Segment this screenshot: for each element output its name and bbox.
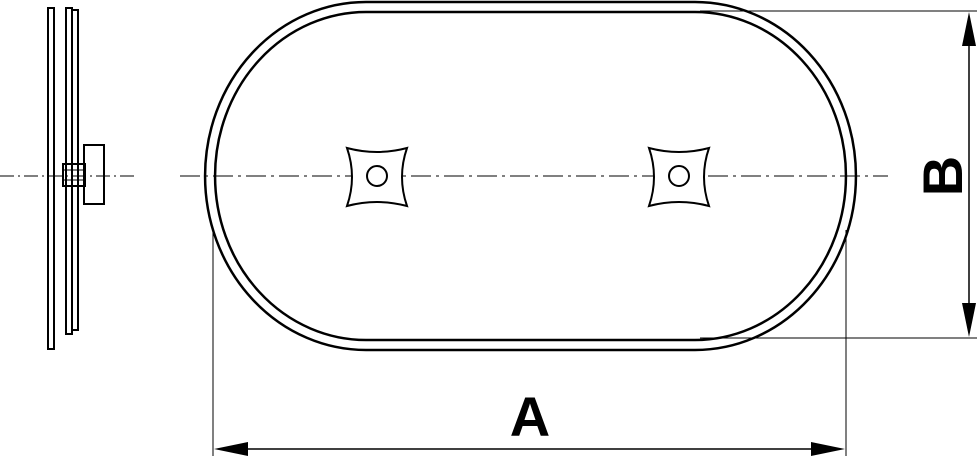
side-view-knob <box>83 144 105 205</box>
dimension-a <box>212 230 847 456</box>
oval-outer-rim <box>203 0 858 352</box>
arrowhead-left <box>214 442 248 456</box>
arrowhead-bottom <box>962 303 976 337</box>
side-view-back-plate <box>47 7 55 350</box>
side-view <box>47 7 105 350</box>
fastener-knob-right <box>647 146 711 208</box>
arrowhead-top <box>962 12 976 46</box>
front-view <box>203 0 858 352</box>
fastener-knob-hole <box>366 165 388 187</box>
fastener-knob-hole <box>668 165 690 187</box>
arrowhead-right <box>811 442 845 456</box>
oval-inner-rim <box>213 10 848 342</box>
dimension-label-b: B <box>911 156 974 196</box>
side-view-bolt <box>62 163 86 187</box>
dimension-label-a: A <box>510 385 550 448</box>
fastener-knob-left <box>345 146 409 208</box>
dimension-b <box>700 10 977 339</box>
